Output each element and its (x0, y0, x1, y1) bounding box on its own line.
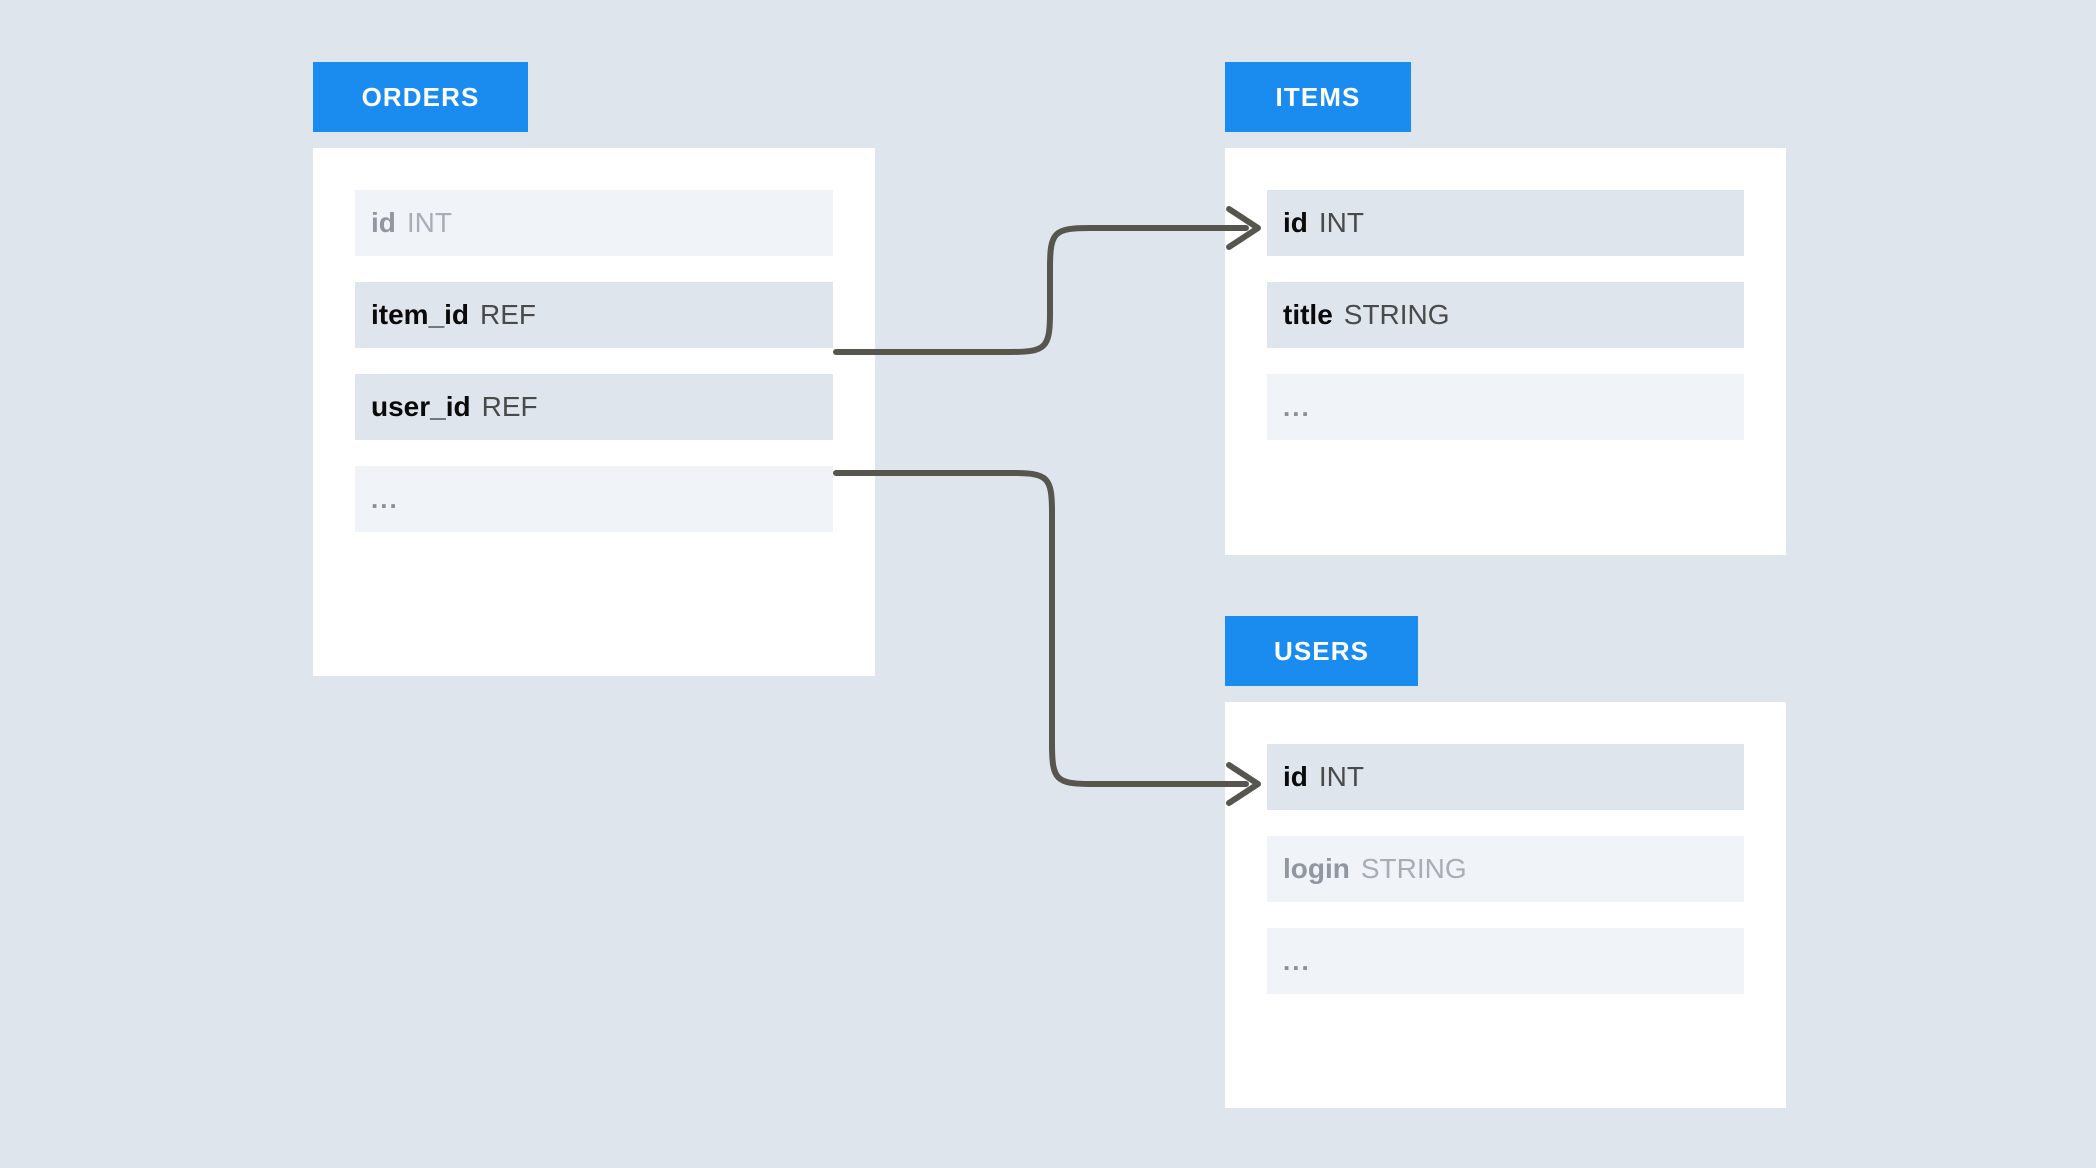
field-type: STRING (1360, 853, 1467, 884)
field-type: INT (1318, 761, 1364, 792)
field-name: id (1283, 207, 1308, 238)
field-type: INT (406, 207, 452, 238)
entity-card-orders: id INT item_id REF user_id REF ... (313, 148, 875, 676)
field-row-orders-id[interactable]: id INT (355, 190, 833, 256)
entity-title-items: ITEMS (1275, 81, 1361, 112)
field-row-users-id[interactable]: id INT (1267, 744, 1744, 810)
entity-title-users: USERS (1273, 635, 1370, 666)
field-name: login (1283, 853, 1350, 884)
field-name: id (1283, 761, 1308, 792)
field-name: item_id (371, 299, 470, 330)
field-name: id (371, 207, 396, 238)
entity-header-orders: ORDERS (313, 62, 528, 132)
field-row-items-title[interactable]: title STRING (1267, 282, 1744, 348)
field-name: ... (1283, 391, 1311, 422)
field-row-items-id[interactable]: id INT (1267, 190, 1744, 256)
field-type: INT (1318, 207, 1364, 238)
entity-orders[interactable]: ORDERS id INT item_id REF user_id REF ..… (313, 62, 875, 676)
field-row-items-more[interactable]: ... (1267, 374, 1744, 440)
entity-header-items: ITEMS (1225, 62, 1411, 132)
field-row-users-login[interactable]: login STRING (1267, 836, 1744, 902)
field-row-orders-user_id[interactable]: user_id REF (355, 374, 833, 440)
entity-header-users: USERS (1225, 616, 1418, 686)
field-type: REF (480, 299, 537, 330)
field-name: ... (371, 483, 399, 514)
field-name: title (1283, 299, 1333, 330)
connector-orders-user_id-to-users-id (833, 470, 1249, 787)
field-type: REF (481, 391, 538, 422)
entity-card-items: id INT title STRING ... (1225, 148, 1786, 555)
field-name: user_id (371, 391, 471, 422)
field-row-users-more[interactable]: ... (1267, 928, 1744, 994)
field-name: ... (1283, 945, 1311, 976)
field-row-orders-item_id[interactable]: item_id REF (355, 282, 833, 348)
connector-orders-item_id-to-items-id (833, 225, 1249, 355)
field-type: STRING (1343, 299, 1450, 330)
entity-card-users: id INT login STRING ... (1225, 702, 1786, 1108)
field-row-orders-more[interactable]: ... (355, 466, 833, 532)
entity-users[interactable]: USERS id INT login STRING ... (1225, 616, 1786, 1108)
entity-title-orders: ORDERS (361, 81, 480, 112)
entity-items[interactable]: ITEMS id INT title STRING ... (1225, 62, 1786, 555)
